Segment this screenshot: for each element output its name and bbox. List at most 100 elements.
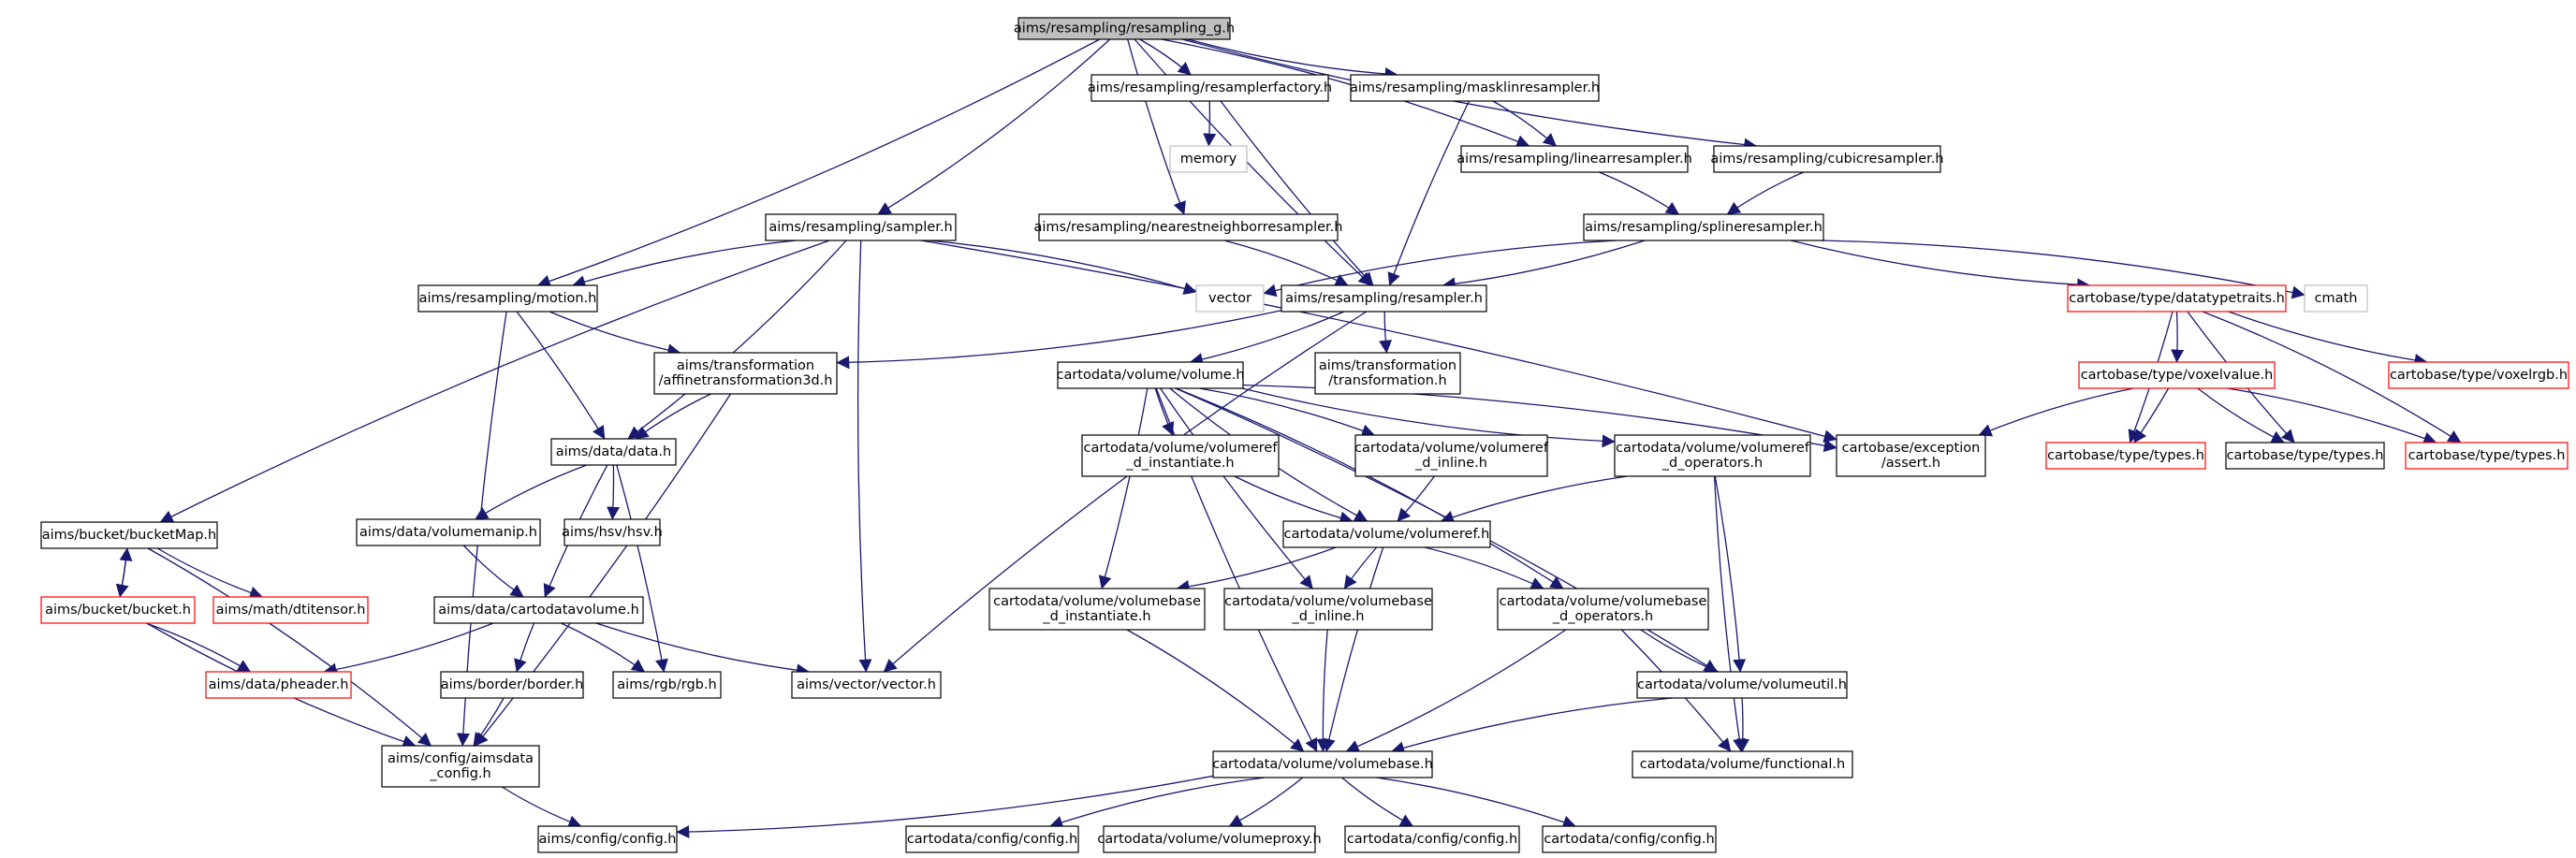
node-box — [2078, 361, 2276, 389]
node-types[interactable]: cartobase/type/types.h — [2225, 442, 2385, 470]
node-volume[interactable]: cartodata/volume/volume.h — [1056, 361, 1245, 389]
node-box — [1632, 750, 1853, 778]
edge-bucketmap-to-dtitensor — [156, 547, 263, 600]
node-bucket[interactable]: aims/bucket/bucket.h — [40, 596, 196, 624]
edge-volumebase-inline-to-volumebase — [1316, 629, 1330, 752]
node-dtitensor[interactable]: aims/math/dtitensor.h — [212, 596, 369, 624]
node-sampler[interactable]: aims/resampling/sampler.h — [765, 213, 957, 241]
edge-sampler-to-data — [627, 240, 847, 440]
node-transformation[interactable]: aims/transformation/transformation.h — [1314, 352, 1461, 395]
node-volumebase[interactable]: cartodata/volume/volumebase.h — [1212, 750, 1433, 778]
node-volumeref[interactable]: cartodata/volume/volumeref.h — [1282, 520, 1491, 548]
node-label: cartodata/volume/volumeref.h — [1284, 527, 1490, 542]
node-data[interactable]: aims/data/data.h — [550, 438, 677, 466]
edge-volumebase-to-cartodata-config-c — [1376, 777, 1576, 829]
node-box — [2388, 361, 2569, 389]
node-label: aims/rgb/rgb.h — [617, 677, 716, 692]
node-box — [1282, 520, 1491, 548]
edge-resamplerfactory-to-memory — [1203, 100, 1217, 147]
node-memory[interactable]: memory — [1169, 145, 1248, 173]
node-linearresampler[interactable]: aims/resampling/linearresampler.h — [1456, 145, 1692, 173]
node-rgb[interactable]: aims/rgb/rgb.h — [612, 671, 722, 699]
node-box — [381, 745, 540, 788]
node-resamplerfactory[interactable]: aims/resampling/resamplerfactory.h — [1088, 74, 1332, 102]
node-cmath[interactable]: cmath — [2304, 284, 2368, 313]
node-cartodata-config-c[interactable]: cartodata/config/config.h — [1542, 825, 1717, 853]
node-border[interactable]: aims/border/border.h — [440, 671, 584, 699]
node-cartodata-config-b[interactable]: cartodata/config/config.h — [1344, 825, 1520, 853]
node-label: /affinetransformation3d.h — [659, 373, 833, 388]
node-cubicresampler[interactable]: aims/resampling/cubicresampler.h — [1710, 145, 1944, 173]
node-box — [356, 518, 541, 546]
node-box — [550, 438, 677, 466]
node-motion[interactable]: aims/resampling/motion.h — [417, 284, 598, 313]
node-volumeref-operators[interactable]: cartodata/volume/volumeref_d_operators.h — [1614, 434, 1811, 477]
node-box — [1497, 588, 1709, 631]
edge-cartodatavolume-to-border — [514, 622, 535, 673]
edge-volumeref-inline-to-volumeref — [1397, 475, 1435, 522]
node-volumeref-inline[interactable]: cartodata/volume/volumeref_d_inline.h — [1354, 434, 1549, 477]
node-functional[interactable]: cartodata/volume/functional.h — [1632, 750, 1853, 778]
node-volumebase-operators[interactable]: cartodata/volume/volumebase_d_operators.… — [1497, 588, 1709, 631]
node-volumeproxy[interactable]: cartodata/volume/volumeproxy.h — [1097, 825, 1322, 853]
node-pheader[interactable]: aims/data/pheader.h — [205, 671, 352, 699]
node-volumemanip[interactable]: aims/data/volumemanip.h — [356, 518, 541, 546]
node-datatypetraits[interactable]: cartobase/type/datatypetraits.h — [2067, 284, 2287, 313]
node-cartodata-config-a[interactable]: cartodata/config/config.h — [905, 825, 1079, 853]
edge-cartodatavolume-to-vector-h — [595, 622, 810, 677]
node-types-missing-b[interactable]: cartobase/type/types.h — [2405, 442, 2569, 470]
node-volumebase-inline[interactable]: cartodata/volume/volumebase_d_inline.h — [1223, 588, 1433, 631]
node-root[interactable]: aims/resampling/resampling_g.h — [1014, 17, 1235, 40]
node-label: cartobase/type/types.h — [2047, 448, 2204, 463]
node-aims-config[interactable]: aims/config/config.h — [537, 825, 678, 853]
node-label: cartodata/volume/volumeutil.h — [1637, 677, 1847, 692]
node-masklinresampler[interactable]: aims/resampling/masklinresampler.h — [1350, 74, 1600, 102]
edge-volume-to-volumebase-inline — [1160, 387, 1313, 589]
node-assert[interactable]: cartobase/exception/assert.h — [1836, 434, 1986, 477]
node-box — [40, 596, 196, 624]
node-box — [1169, 145, 1248, 173]
node-box — [1038, 213, 1339, 241]
node-aimsdata-config[interactable]: aims/config/aimsdata_config.h — [381, 745, 540, 788]
node-box — [212, 596, 369, 624]
node-types-missing-a[interactable]: cartobase/type/types.h — [2045, 442, 2206, 470]
node-box — [791, 671, 942, 699]
edge-voxelvalue-to-types-missing-b — [2227, 387, 2437, 445]
node-hsv[interactable]: aims/hsv/hsv.h — [562, 518, 663, 546]
node-label: aims/config/aimsdata — [388, 751, 534, 766]
node-box — [653, 352, 838, 395]
node-label: cartodata/volume/volumeref — [1616, 441, 1810, 456]
node-voxelvalue[interactable]: cartobase/type/voxelvalue.h — [2078, 361, 2276, 389]
node-box — [417, 284, 598, 313]
edge-sampler-to-vector-h — [856, 240, 872, 673]
node-resampler[interactable]: aims/resampling/resampler.h — [1281, 284, 1487, 313]
node-affinetransformation3d[interactable]: aims/transformation/affinetransformation… — [653, 352, 838, 395]
node-box — [2045, 442, 2206, 470]
header-file-nodes[interactable]: aims/resampling/resampling_g.h aims/resam… — [40, 17, 2569, 853]
node-label: cartodata/volume/volumebase.h — [1212, 757, 1433, 772]
edge-volumeref-to-volumebase-instantiate — [1176, 546, 1337, 593]
node-label: _d_operators.h — [1552, 609, 1653, 624]
node-box — [205, 671, 352, 699]
node-voxelrgb[interactable]: cartobase/type/voxelrgb.h — [2388, 361, 2569, 389]
node-nearestneighbor[interactable]: aims/resampling/nearestneighborresampler… — [1034, 213, 1343, 241]
edge-cartodatavolume-to-pheader — [323, 622, 494, 676]
node-box — [1350, 74, 1600, 102]
node-volumeutil[interactable]: cartodata/volume/volumeutil.h — [1636, 671, 1848, 699]
node-box — [1212, 750, 1433, 778]
node-vector-h[interactable]: aims/vector/vector.h — [791, 671, 942, 699]
node-volumeref-instantiate[interactable]: cartodata/volume/volumeref_d_instantiate… — [1081, 434, 1280, 477]
node-volumebase-instantiate[interactable]: cartodata/volume/volumebase_d_instantiat… — [988, 588, 1206, 631]
node-box — [1542, 825, 1717, 853]
node-box — [537, 825, 678, 853]
edge-resampler-to-affinetransformation3d — [836, 310, 1282, 370]
node-splineresampler[interactable]: aims/resampling/splineresampler.h — [1583, 213, 1824, 241]
node-vector[interactable]: vector — [1195, 284, 1265, 313]
node-bucketmap[interactable]: aims/bucket/bucketMap.h — [40, 521, 218, 549]
node-label: cartodata/volume/volume.h — [1056, 368, 1244, 383]
node-box — [2405, 442, 2569, 470]
node-box — [1713, 145, 1941, 173]
edge-root-to-linearresampler — [1161, 38, 1530, 148]
edge-resampler-to-vector-h — [883, 311, 1368, 673]
node-cartodatavolume[interactable]: aims/data/cartodatavolume.h — [433, 596, 644, 624]
